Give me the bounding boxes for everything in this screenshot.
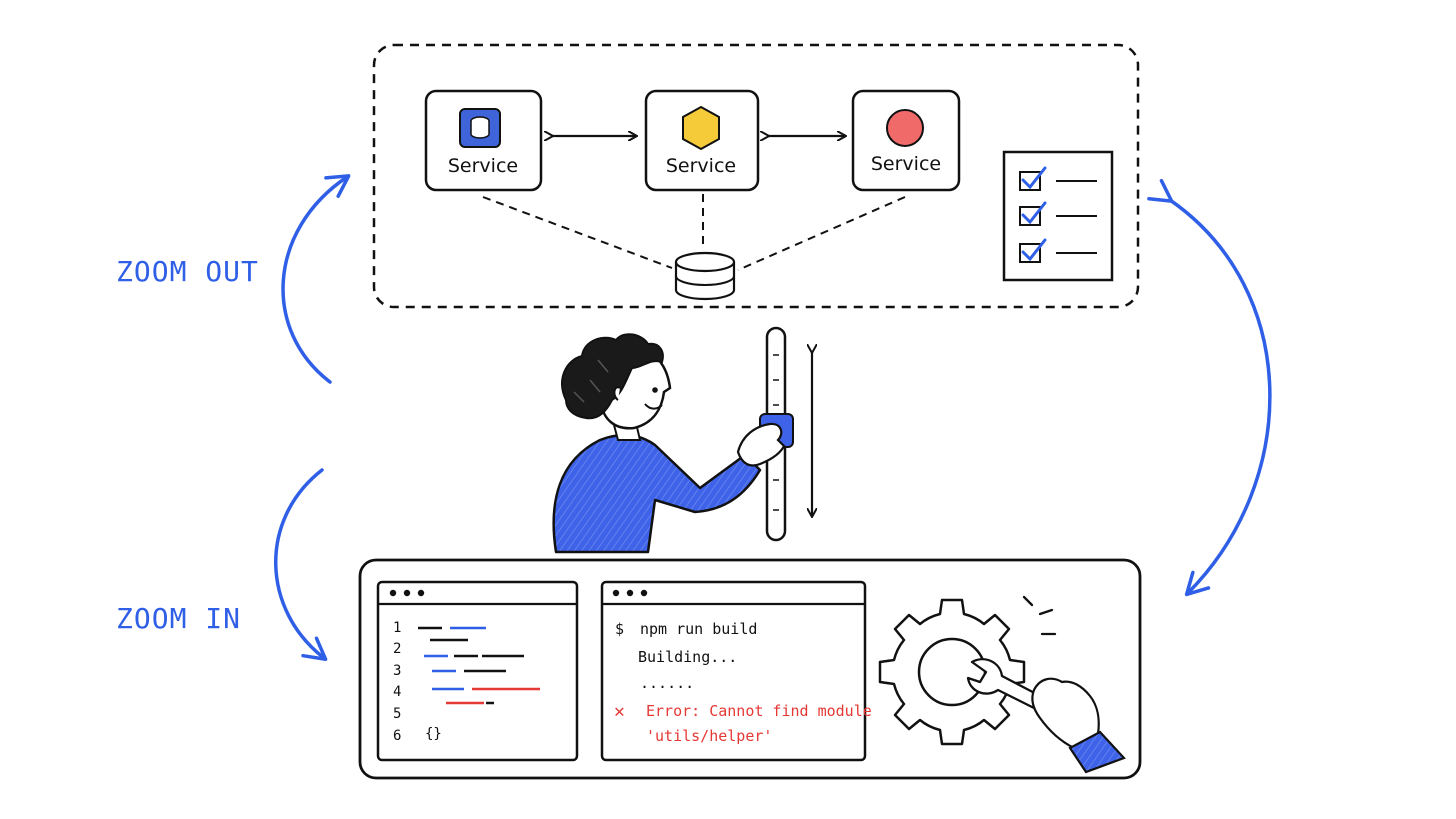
checkbox-icon [1019,206,1041,226]
error-icon: ✕ [614,701,625,722]
spark-lines [1022,595,1057,636]
service-label: Service [447,155,519,177]
person-illustration [552,333,786,554]
db-link-1 [482,196,673,269]
db-link-3 [737,196,906,271]
line-number: 3 [393,663,402,679]
checkbox-icon [1019,171,1041,191]
line-number: 6 [393,728,402,744]
hand-icon [1031,677,1126,774]
terminal-error-module: 'utils/helper' [646,727,773,745]
terminal-command: npm run build [640,620,758,638]
checkbox-icon [1019,243,1041,263]
zoom-in-label: ZOOM IN [116,602,242,635]
service-box-3 [851,89,961,192]
service-box-2 [644,89,760,192]
hexagon-icon [682,105,720,151]
line-number: 2 [393,641,402,657]
zoom-out-label: ZOOM OUT [116,255,259,288]
service-box-1 [424,89,543,192]
line-number: 1 [393,620,402,636]
checklist [1002,150,1114,282]
line-number: 5 [393,706,402,722]
database-cylinder [674,251,736,301]
system-boundary [372,43,1140,309]
zoom-out-arrow [281,174,351,384]
workspace-boundary [358,558,1142,780]
terminal-progress: ...... [640,674,695,692]
zoom-in-arrow [274,468,328,661]
gear-icon [878,598,1026,746]
service-label: Service [665,155,737,177]
service-label: Service [870,153,942,175]
code-braces: {} [425,726,442,742]
circle-icon [886,109,924,147]
code-editor-window [376,580,579,762]
terminal-window [600,580,867,762]
terminal-status: Building... [638,648,738,666]
terminal-error-message: Error: Cannot find module [646,702,872,720]
side-double-arrow [1147,178,1272,597]
terminal-prompt: $ [615,620,625,638]
line-number: 4 [393,684,402,700]
